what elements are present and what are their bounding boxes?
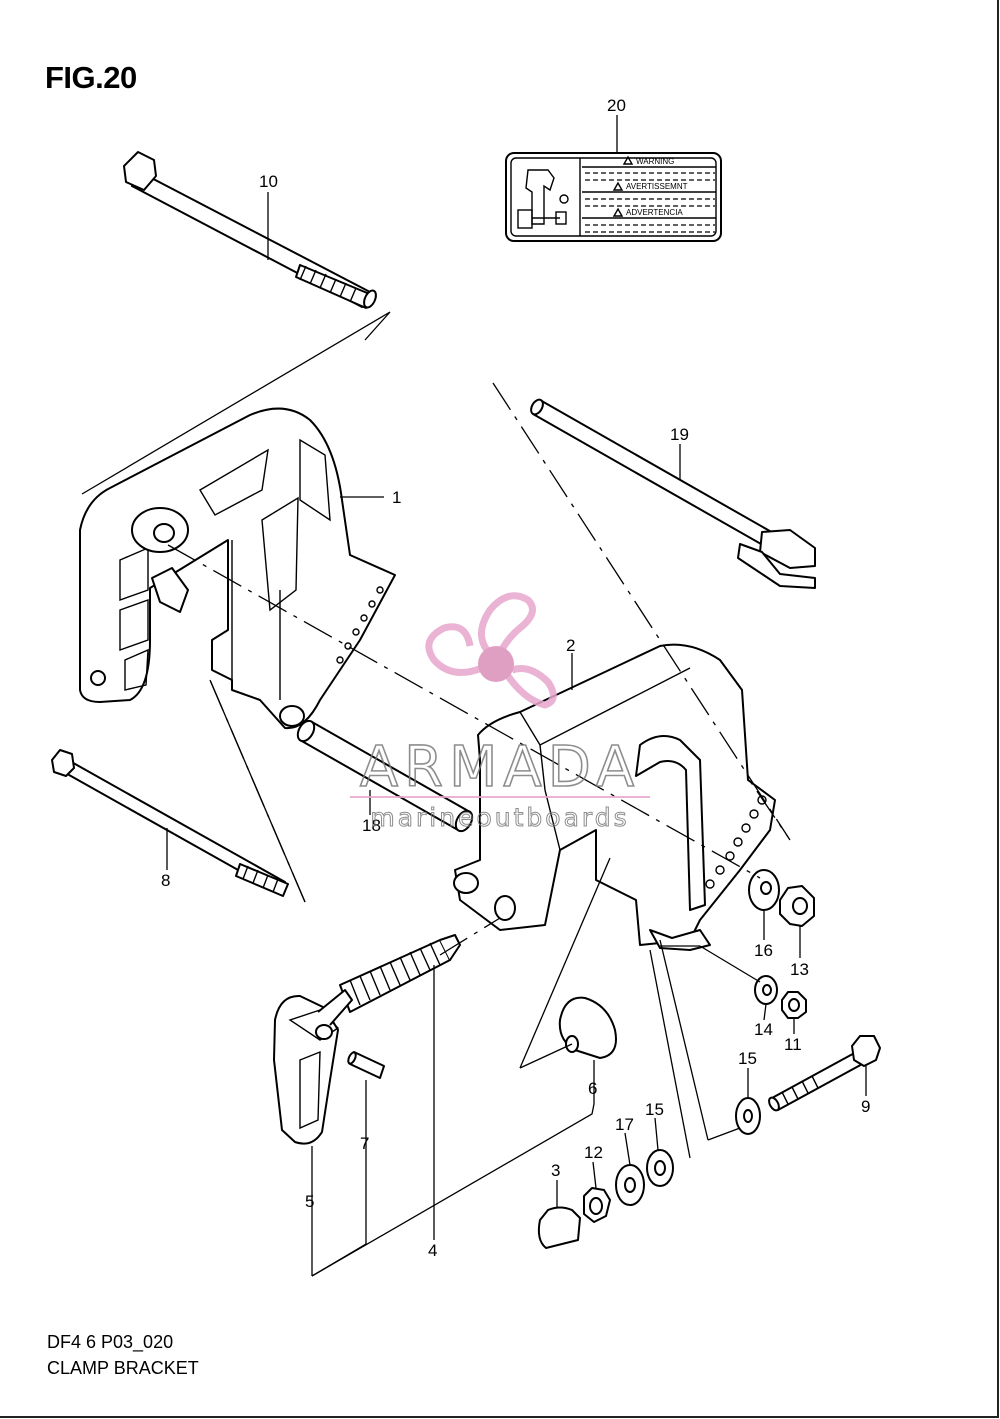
callout-7: 7 [360, 1134, 369, 1153]
armada-watermark: ARMADA marineoutboards [350, 592, 650, 833]
bolt-8-part [51, 749, 289, 897]
nut-13-part [779, 885, 815, 927]
callout-14: 14 [754, 1020, 773, 1039]
label-pictogram-icon [517, 169, 569, 229]
callout-16: 16 [754, 941, 773, 960]
callout-17: 17 [615, 1115, 634, 1134]
pin-7-part [347, 1051, 385, 1079]
clamp-bracket-left-part [79, 407, 396, 730]
warning-triangle-icon [622, 155, 634, 165]
bolt-9-part [768, 1035, 881, 1112]
callout-6: 6 [588, 1079, 597, 1098]
callout-9: 9 [861, 1097, 870, 1116]
callout-12: 12 [584, 1143, 603, 1162]
cap-3-part [537, 1206, 581, 1249]
cap-6-part [558, 996, 617, 1059]
watermark-tagline: marineoutboards [370, 803, 629, 832]
callout-15-upper: 15 [738, 1049, 757, 1068]
callout-19: 19 [670, 425, 689, 444]
callout-8: 8 [161, 871, 170, 890]
callout-15-lower: 15 [645, 1100, 664, 1119]
nut-11-part [781, 991, 807, 1019]
warning-triangle-icon [612, 207, 624, 217]
warning-label-part: WARNING AVERTISSEMNT ADVERTENCIA [505, 152, 722, 242]
label-advertencia-text: ADVERTENCIA [626, 208, 683, 217]
callout-4: 4 [428, 1241, 437, 1260]
label-avertissement-text: AVERTISSEMNT [626, 182, 688, 191]
washer-15-lower-part [646, 1149, 674, 1187]
callout-11: 11 [784, 1035, 802, 1054]
callout-13: 13 [790, 960, 809, 979]
washer-17-part [615, 1164, 645, 1206]
washer-16-part [748, 869, 780, 911]
label-warning-text: WARNING [636, 157, 674, 166]
figure-name: CLAMP BRACKET [47, 1358, 199, 1378]
washer-14-part [754, 975, 778, 1005]
callout-3: 3 [551, 1161, 560, 1180]
bolt-10-part [123, 151, 377, 309]
callout-1: 1 [392, 488, 401, 507]
callout-10: 10 [259, 172, 278, 191]
figure-code: DF4 6 P03_020 [47, 1332, 174, 1352]
nut-12-part [583, 1187, 611, 1223]
warning-triangle-icon [612, 181, 624, 191]
clamp-bracket-right-part [453, 643, 776, 951]
tube-18-part [296, 719, 474, 833]
lever-5-part [273, 989, 353, 1145]
spring-4-part [339, 934, 461, 1013]
rod-19-part [530, 398, 816, 589]
callout-20: 20 [607, 96, 626, 115]
callout-5: 5 [305, 1192, 314, 1211]
callout-18: 18 [362, 816, 381, 835]
watermark-brand: ARMADA [360, 735, 640, 800]
callout-numbers: 1 2 3 4 5 6 7 8 9 10 11 12 13 14 15 15 1… [161, 96, 870, 1260]
figure-title: FIG.20 [45, 60, 137, 95]
propeller-logo-icon [425, 592, 557, 709]
assembly-lines [81, 311, 791, 1277]
callout-2: 2 [566, 636, 575, 655]
callout-leaders [166, 115, 867, 1208]
